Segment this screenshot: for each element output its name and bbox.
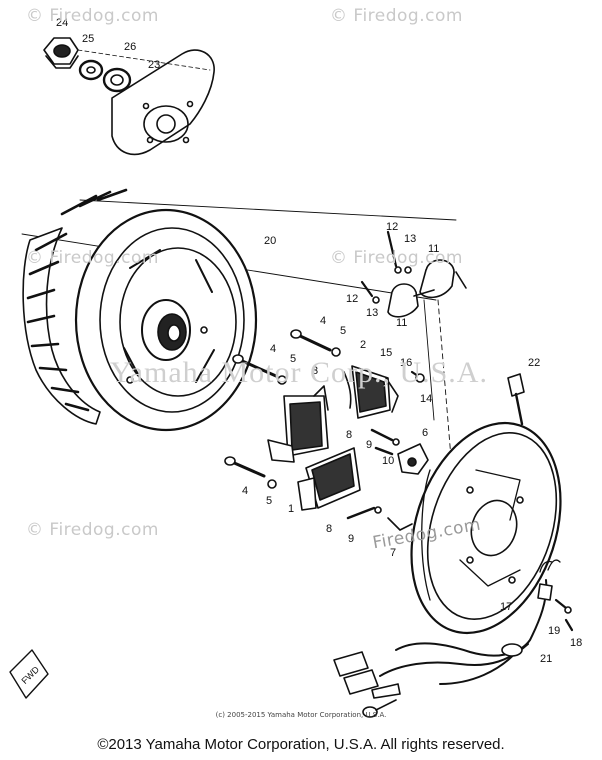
callout-20: 20 xyxy=(264,235,276,247)
callout-22: 22 xyxy=(528,357,540,369)
watermark-top-left: © Firedog.com xyxy=(26,6,159,26)
coil-2 xyxy=(343,365,399,419)
callout-4b: 4 xyxy=(270,343,276,355)
callout-5c: 5 xyxy=(266,495,272,507)
callout-9a: 9 xyxy=(366,439,372,451)
mounting-bolt xyxy=(507,373,525,426)
callout-15: 15 xyxy=(380,347,392,359)
stator-plate xyxy=(410,421,562,635)
callout-12a: 12 xyxy=(386,221,398,233)
forward-arrow-icon xyxy=(9,649,49,699)
cover-plate xyxy=(111,49,215,156)
callout-21: 21 xyxy=(540,653,552,665)
callout-7: 7 xyxy=(390,547,396,559)
callout-26: 26 xyxy=(124,41,136,53)
callout-18: 18 xyxy=(570,637,582,649)
flywheel-nut xyxy=(43,37,79,69)
coil-3 xyxy=(267,385,329,463)
callout-19: 19 xyxy=(548,625,560,637)
coil-1 xyxy=(297,447,361,511)
callout-11b: 11 xyxy=(396,317,407,329)
callout-6: 6 xyxy=(422,427,428,439)
watermark-yamaha: Yamaha Motor Corp., U.S.A. xyxy=(110,356,488,389)
callout-14: 14 xyxy=(420,393,432,405)
callout-10: 10 xyxy=(382,455,394,467)
contact-breaker xyxy=(346,370,429,531)
callout-13a: 13 xyxy=(404,233,416,245)
callout-5a: 5 xyxy=(340,325,346,337)
callout-4c: 4 xyxy=(242,485,248,497)
condenser-screws xyxy=(360,230,412,304)
callout-12b: 12 xyxy=(346,293,358,305)
callout-4a: 4 xyxy=(320,315,326,327)
callout-11a: 11 xyxy=(428,243,439,255)
flat-washer xyxy=(102,67,132,93)
callout-24: 24 xyxy=(56,17,68,29)
wire-harness xyxy=(333,559,574,718)
callout-25: 25 xyxy=(82,33,94,45)
callout-5b: 5 xyxy=(290,353,296,365)
callout-8b: 8 xyxy=(326,523,332,535)
footer-copyright: ©2013 Yamaha Motor Corporation, U.S.A. A… xyxy=(97,736,505,753)
callout-1: 1 xyxy=(288,503,294,515)
screw-set xyxy=(224,329,341,489)
watermark-top-right: © Firedog.com xyxy=(330,6,463,26)
watermark-mid-right: © Firedog.com xyxy=(330,248,463,268)
callout-23: 23 xyxy=(148,59,160,71)
watermark-left: © Firedog.com xyxy=(26,248,159,268)
callout-16: 16 xyxy=(400,357,412,369)
callout-2: 2 xyxy=(360,339,366,351)
condensers xyxy=(387,259,467,318)
flywheel xyxy=(22,188,258,432)
callout-17: 17 xyxy=(500,601,512,613)
callout-13b: 13 xyxy=(366,307,378,319)
callout-8a: 8 xyxy=(346,429,352,441)
watermark-bottom-left: © Firedog.com xyxy=(26,520,159,540)
callout-labels: 24 25 26 23 20 12 13 11 12 13 11 4 5 2 4… xyxy=(20,17,583,686)
callout-3: 3 xyxy=(312,365,318,377)
inner-copyright: (c) 2005-2015 Yamaha Motor Corporation, … xyxy=(215,711,387,719)
callout-9b: 9 xyxy=(348,533,354,545)
lock-washer xyxy=(78,59,104,81)
